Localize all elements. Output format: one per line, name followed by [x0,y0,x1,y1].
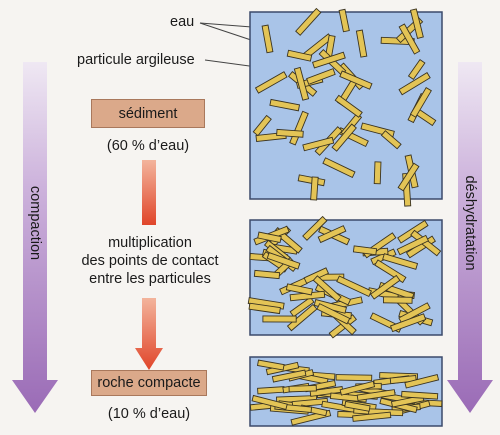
clay-particle [352,411,392,422]
clay-particle [312,275,342,303]
water-label: eau [170,14,195,30]
red-arrow-lower [135,298,163,370]
clay-particle [269,98,301,112]
clay-particle [344,400,371,412]
clay-particle [352,245,378,256]
clay-particle [312,51,346,69]
contact-points-line-3: entre les particules [89,271,211,287]
clay-particle [253,269,281,280]
clay-particle [251,394,288,411]
compaction-arrow [12,62,58,413]
clay-particle [252,114,272,137]
clay-particle [369,274,401,300]
clay-particle [276,128,304,138]
clay-particle [380,130,402,150]
clay-particle [331,123,357,152]
clay-particle [316,303,351,325]
dehydration-arrow [447,62,493,413]
sediment-water-content: (60 % d’eau) [106,138,190,154]
sediment-particles [252,7,437,207]
clay-particle [398,71,431,96]
clay-particle [257,231,282,244]
clay-particle [293,66,310,101]
compaction-label: compaction [27,185,43,261]
clay-particle [285,283,314,296]
contact-points-line-2: des points de contact [81,253,219,269]
dehydration-label: déshydratation [462,175,478,271]
clay-particle [271,369,307,383]
clay-particle [289,296,315,318]
clay-particle [334,94,363,118]
intermediate-particles [247,215,442,339]
clay-particle [397,162,420,192]
clay-particle [382,296,413,304]
clay-particle [317,225,347,244]
clay-particle [382,253,419,270]
clay-particle [306,68,336,85]
compact-rock-box: roche compacte [91,370,207,396]
clay-particle [339,380,376,396]
clay-particle [254,71,288,94]
clay-particle [374,259,407,284]
clay-particle [262,315,297,323]
clay-particle-label: particule argileuse [77,52,195,68]
clay-particle [339,70,373,90]
clay-particle [356,389,396,402]
clay-particle [373,161,382,185]
clay-particle [401,390,439,400]
clay-particle [409,87,432,118]
clay-particle [389,313,427,333]
clay-particle [286,303,318,332]
clay-particle [396,234,430,256]
clay-particle [266,252,301,270]
clay-particle [407,58,426,81]
clay-particle [248,302,281,315]
clay-particle [398,23,421,55]
contact-points-line-1: multiplication [108,235,192,251]
clay-particle [302,215,328,241]
clay-particle [338,8,350,33]
clay-particle [310,176,319,201]
clay-particle [291,397,329,408]
clay-particle [336,275,372,298]
clay-particle [335,374,373,382]
clay-particle [302,136,335,152]
clay-particle [322,157,356,179]
red-arrow-upper [142,160,156,225]
clay-particle [286,49,313,62]
clay-particle [257,359,285,371]
clay-particle [355,29,368,58]
compact-particles [249,359,443,426]
clay-particle [409,8,424,39]
clay-particle [257,386,285,395]
clay-particle [398,302,431,324]
clay-particle [404,373,440,389]
sediment-box: sédiment [91,99,205,128]
rock-water-content: (10 % d’eau) [107,406,191,422]
clay-particle [288,384,317,393]
clay-particle [295,7,322,36]
clay-particle [261,24,274,54]
